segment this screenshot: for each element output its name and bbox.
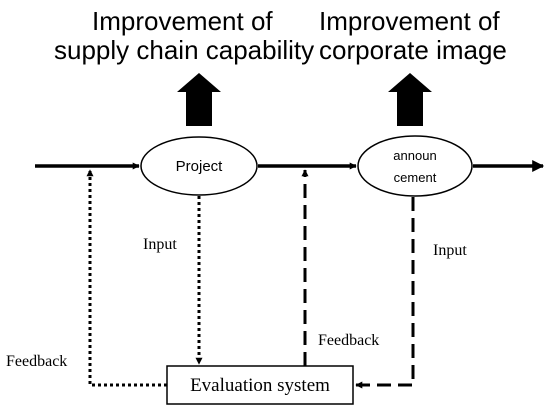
upward-arrow-left: [177, 73, 221, 126]
project-node: [140, 136, 258, 196]
feedback-label-left: Feedback: [6, 353, 67, 370]
upward-arrow-right: [388, 73, 432, 126]
input-label-left: Input: [143, 236, 177, 253]
announcement-node: [357, 135, 473, 197]
announcement-label-line2: cement: [394, 170, 437, 185]
heading-left-line1: Improvement of: [92, 6, 273, 36]
input-label-right: Input: [433, 242, 467, 259]
input-connector-right: [355, 197, 415, 389]
heading-left-line2: supply chain capability: [54, 35, 314, 65]
project-label: Project: [176, 158, 224, 175]
heading-right-line1: Improvement of: [319, 6, 500, 36]
evaluation-system-label: Evaluation system: [190, 375, 330, 396]
feedback-label-right: Feedback: [318, 332, 379, 349]
evaluation-system-box: [166, 365, 354, 405]
announcement-label-line1: announ: [393, 148, 436, 163]
feedback-connector-left: [86, 169, 167, 387]
heading-right-line2: corporate image: [319, 35, 507, 65]
